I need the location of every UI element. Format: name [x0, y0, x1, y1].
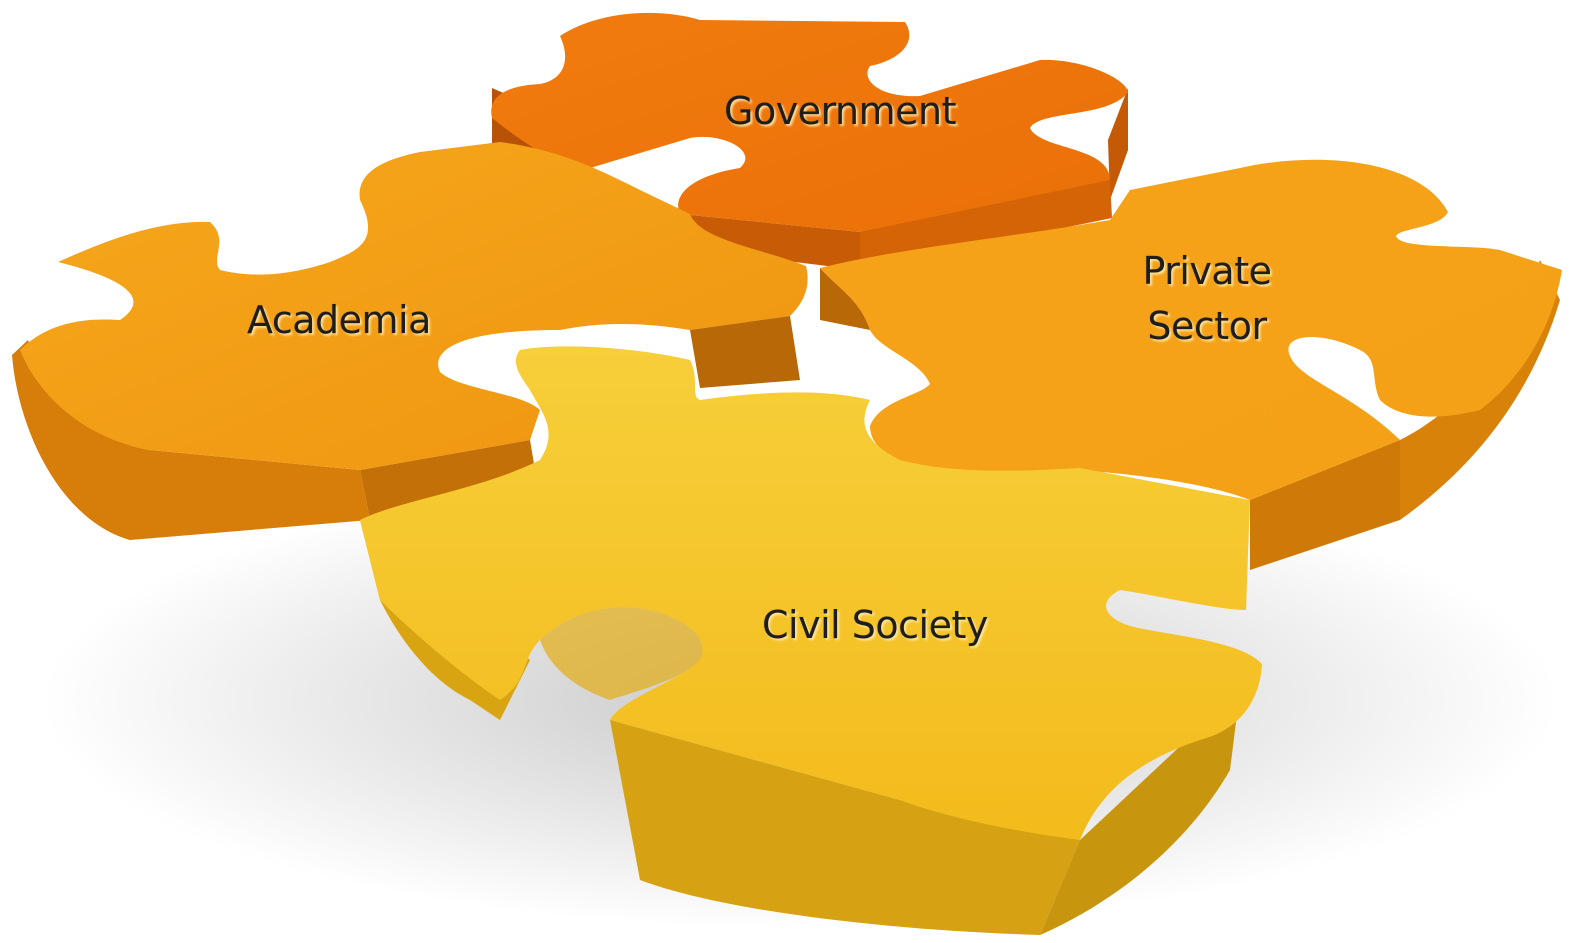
- government-label: Government: [724, 89, 956, 133]
- civil-society-piece: [360, 346, 1262, 935]
- government-piece: [491, 12, 1128, 270]
- civil-society-label: Civil Society: [762, 603, 988, 647]
- private-sector-piece: [820, 159, 1562, 570]
- private-sector-label-line-1: Private: [1142, 249, 1272, 293]
- academia-label: Academia: [247, 298, 431, 342]
- private-sector-label-line-2: Sector: [1147, 304, 1267, 349]
- private-sector-label: Private Sector: [1132, 244, 1282, 354]
